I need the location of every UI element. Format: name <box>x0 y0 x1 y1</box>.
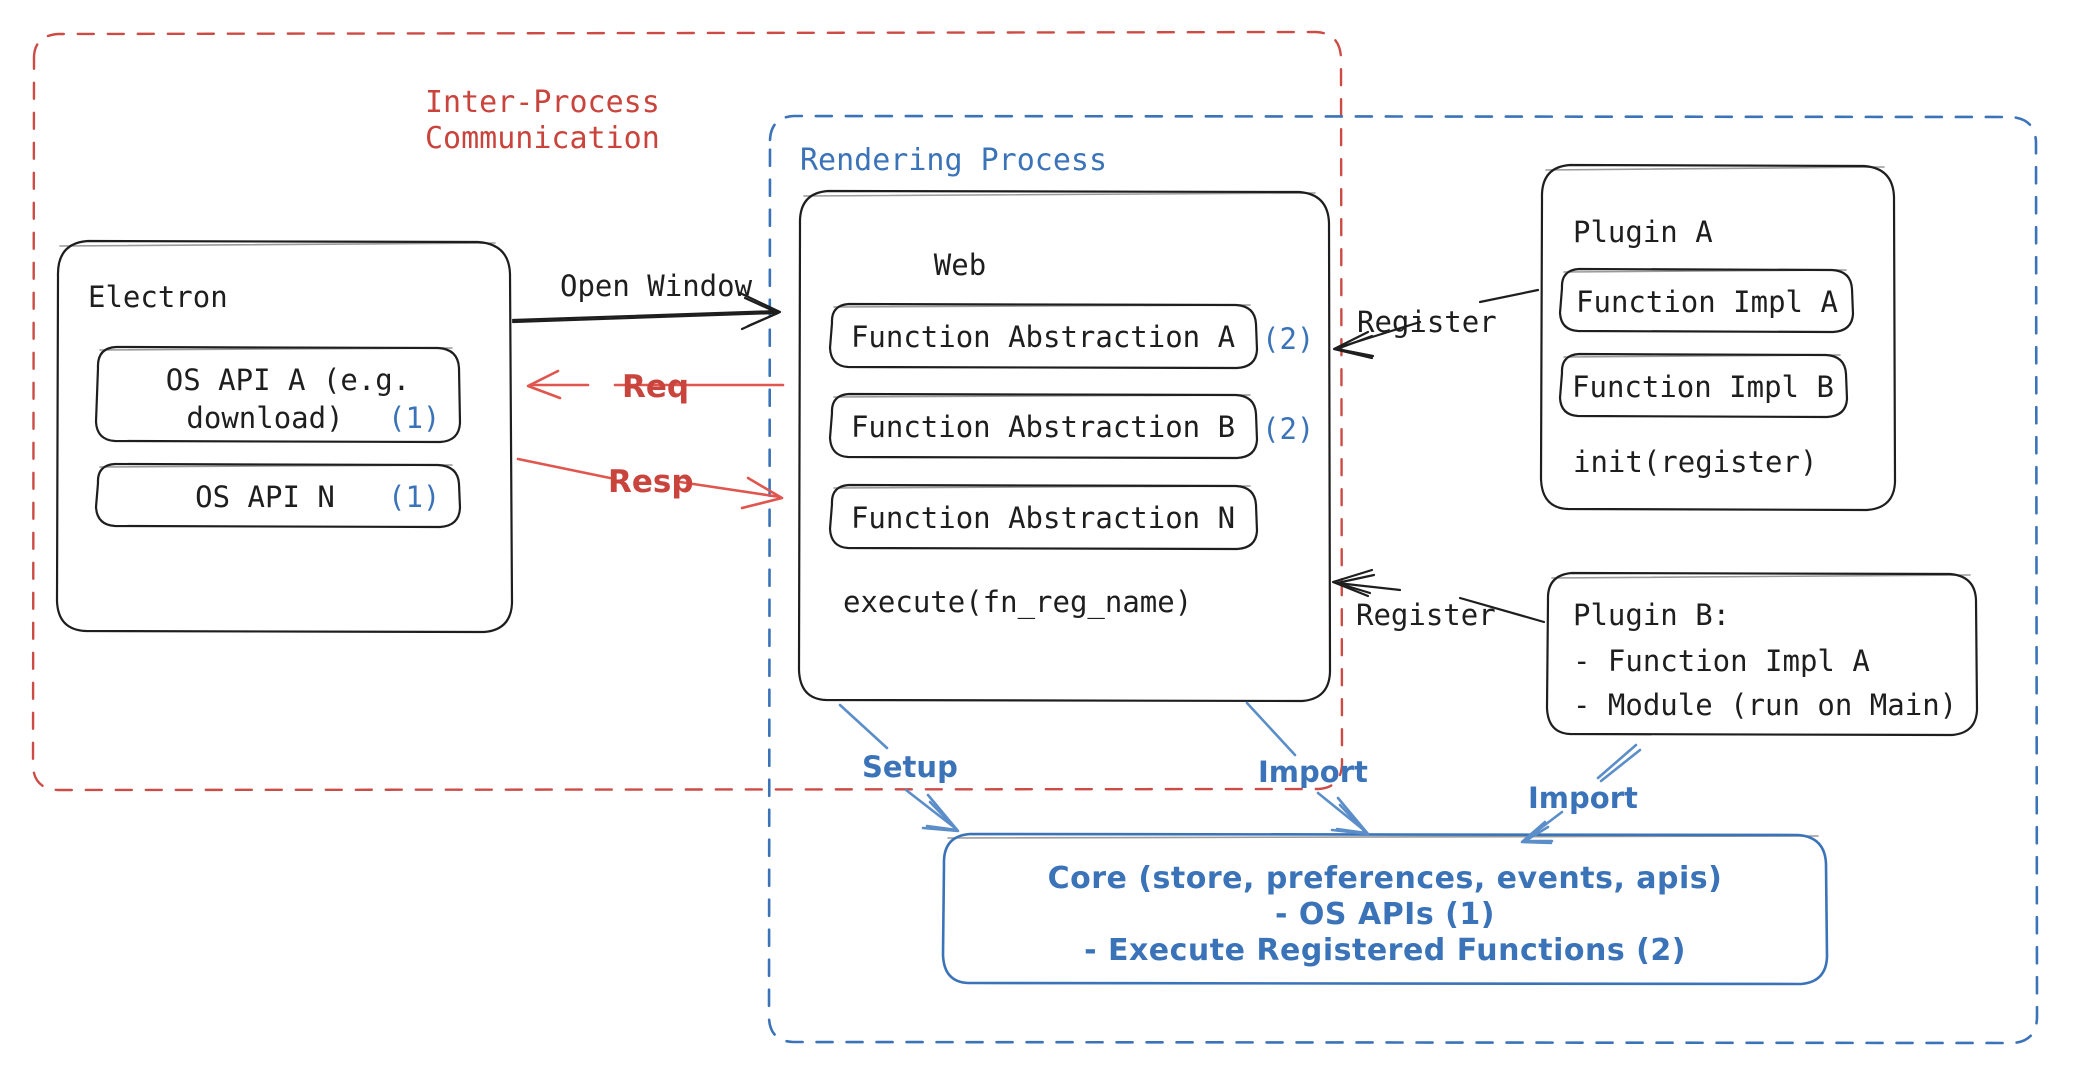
plugin-b-title: Plugin B: <box>1573 598 1730 632</box>
edge-open-window <box>511 291 782 331</box>
electron-title: Electron <box>88 280 228 314</box>
node-os-api-a[interactable] <box>94 345 462 444</box>
edge-open-window-label: Open Window <box>560 269 753 303</box>
edge-import-web-label: Import <box>1258 755 1368 789</box>
node-function-impl-b[interactable] <box>1558 352 1849 419</box>
edge-register-bottom-label: Register <box>1356 598 1496 632</box>
node-function-abstraction-n[interactable] <box>828 483 1259 551</box>
node-os-api-n[interactable] <box>94 462 462 529</box>
ipc-label-line2: Communication <box>425 121 660 156</box>
plugin-b-line-1: - Function Impl A <box>1573 644 1870 678</box>
function-impl-a-label: Function Impl A <box>1576 285 1838 319</box>
edge-resp-label: Resp <box>608 464 694 500</box>
node-web[interactable] <box>797 189 1332 703</box>
plugin-a-footer-init: init(register) <box>1573 445 1817 479</box>
function-abstraction-b-marker: (2) <box>1262 412 1314 446</box>
core-line-3: - Execute Registered Functions (2) <box>1084 933 1686 968</box>
node-core[interactable] <box>941 832 1829 986</box>
plugin-a-title: Plugin A <box>1573 215 1713 249</box>
region-rendering-process <box>767 114 2039 1045</box>
edge-register-top <box>1332 288 1540 360</box>
edge-req <box>526 369 785 400</box>
function-abstraction-a-label: Function Abstraction A <box>851 320 1235 354</box>
ipc-label-line1: Inter-Process <box>425 85 660 120</box>
os-api-n-marker: (1) <box>388 480 440 514</box>
function-abstraction-a-marker: (2) <box>1262 322 1314 356</box>
region-inter-process-communication <box>31 30 1344 792</box>
edge-import-web <box>1245 701 1370 836</box>
web-footer-execute: execute(fn_reg_name) <box>843 585 1192 620</box>
function-impl-b-label: Function Impl B <box>1572 370 1834 404</box>
core-line-2: - OS APIs (1) <box>1275 897 1495 932</box>
node-electron[interactable] <box>55 239 514 634</box>
function-abstraction-b-label: Function Abstraction B <box>851 410 1235 444</box>
os-api-n-label: OS API N <box>195 480 335 514</box>
edge-setup <box>838 703 960 833</box>
node-function-abstraction-a[interactable] <box>828 302 1259 370</box>
edge-register-bottom <box>1331 568 1546 624</box>
edge-resp <box>516 457 784 510</box>
core-line-1: Core (store, preferences, events, apis) <box>1048 861 1723 896</box>
web-title: Web <box>934 248 986 282</box>
edge-req-label: Req <box>622 369 689 405</box>
node-function-abstraction-b[interactable] <box>828 392 1259 460</box>
function-abstraction-n-label: Function Abstraction N <box>851 501 1235 535</box>
edge-import-plugin-b-label: Import <box>1528 781 1638 815</box>
edge-setup-label: Setup <box>862 750 958 784</box>
node-function-impl-a[interactable] <box>1558 267 1855 334</box>
edge-register-top-label: Register <box>1357 305 1497 339</box>
node-plugin-b[interactable] <box>1545 571 1979 737</box>
node-plugin-a[interactable] <box>1539 163 1897 512</box>
os-api-a-label-line1: OS API A (e.g. <box>166 363 410 397</box>
plugin-b-line-2: - Module (run on Main) <box>1573 688 1957 722</box>
os-api-a-label-line2: download) <box>186 401 343 435</box>
edge-import-plugin-b <box>1520 743 1642 845</box>
rendering-process-label: Rendering Process <box>800 143 1107 178</box>
os-api-a-marker: (1) <box>388 401 440 435</box>
